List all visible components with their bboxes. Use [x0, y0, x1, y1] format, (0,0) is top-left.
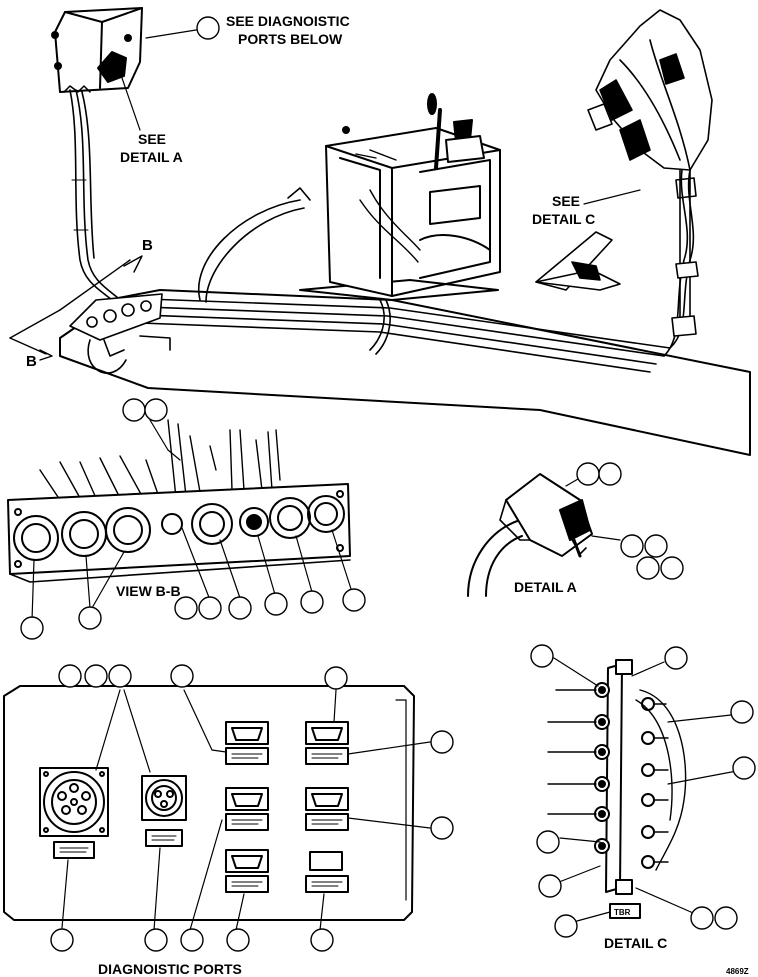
drawing-number: 4869Z — [726, 967, 749, 976]
callout-circle — [20, 616, 44, 640]
see-diag-label-1: SEE DIAGNOISTIC — [226, 13, 350, 29]
section-arrows-b — [9, 255, 143, 361]
callout-circle — [660, 556, 684, 580]
callout-circle — [644, 534, 668, 558]
view-bb-label: VIEW B-B — [116, 583, 181, 599]
stand-loop-cable — [197, 187, 391, 355]
detail-c-leaders — [553, 657, 743, 925]
text-labels: SEE DIAGNOISTIC PORTS BELOW SEE DETAIL A… — [26, 13, 749, 977]
view-bb-connectors — [13, 495, 345, 561]
round-connector-small — [141, 775, 187, 847]
pedal — [535, 231, 621, 291]
callout-circle — [598, 462, 622, 486]
callout-circle — [636, 556, 660, 580]
junction-box — [51, 7, 143, 93]
connector-cluster — [69, 293, 171, 374]
callout-circle — [714, 906, 738, 930]
callout-circle — [84, 664, 108, 688]
dsub-connectors — [225, 721, 349, 893]
detail-c-terminals — [594, 682, 655, 869]
callout-circle — [226, 928, 250, 952]
top-leaders — [121, 29, 641, 205]
callout-circle — [690, 906, 714, 930]
callout-circle — [196, 16, 220, 40]
floor-plate — [59, 289, 751, 456]
callout-circle — [538, 874, 562, 898]
section-b-left-label: B — [26, 353, 37, 370]
detail-c-terminal-strip — [605, 663, 623, 893]
view-bb-leaders — [31, 419, 353, 621]
diag-ports-panel — [3, 685, 431, 931]
callout-circle — [58, 664, 82, 688]
control-stand — [299, 93, 501, 301]
view-bb — [7, 419, 353, 621]
callout-circle — [342, 588, 366, 612]
diag-ports-label: DIAGNOISTIC PORTS — [98, 961, 242, 977]
see-detail-c-label-2: DETAIL C — [532, 211, 595, 227]
diag-leaders — [61, 689, 431, 931]
right-harness — [587, 9, 713, 337]
callout-circle — [310, 928, 334, 952]
detail-c-label: DETAIL C — [604, 935, 667, 951]
callout-circle — [180, 928, 204, 952]
callout-circle — [576, 462, 600, 486]
detail-a-label: DETAIL A — [514, 579, 577, 595]
tag-text: TBR — [614, 908, 631, 917]
callout-circle — [300, 590, 324, 614]
section-b-top-label: B — [142, 237, 153, 254]
callout-circle — [144, 398, 168, 422]
callout-circle — [530, 644, 554, 668]
detail-c-wires — [547, 689, 687, 871]
round-connector-large — [39, 767, 109, 859]
callout-circle — [144, 928, 168, 952]
callout-circle — [430, 816, 454, 840]
callout-circle — [620, 534, 644, 558]
callout-circle — [732, 756, 756, 780]
top-assembly — [9, 7, 751, 456]
callout-circle — [198, 596, 222, 620]
callout-circle — [78, 606, 102, 630]
view-bb-plate — [7, 483, 351, 575]
see-detail-a-label-2: DETAIL A — [120, 149, 183, 165]
callout-circle — [108, 664, 132, 688]
see-detail-c-label-1: SEE — [552, 193, 580, 209]
callout-circles — [20, 16, 756, 952]
detail-a — [467, 471, 621, 597]
callout-circle — [122, 398, 146, 422]
see-detail-a-label-1: SEE — [138, 131, 166, 147]
callout-circle — [664, 646, 688, 670]
callout-circle — [554, 914, 578, 938]
harness-left — [69, 89, 119, 301]
callout-circle — [170, 664, 194, 688]
callout-circle — [430, 730, 454, 754]
detail-c — [547, 657, 743, 925]
callout-circle — [50, 928, 74, 952]
view-bb-wires — [39, 419, 281, 501]
callout-circle — [264, 592, 288, 616]
callout-circle — [536, 830, 560, 854]
callout-circle — [228, 596, 252, 620]
callout-circle — [730, 700, 754, 724]
see-diag-label-2: PORTS BELOW — [238, 31, 343, 47]
callout-circle — [174, 596, 198, 620]
callout-circle — [324, 666, 348, 690]
